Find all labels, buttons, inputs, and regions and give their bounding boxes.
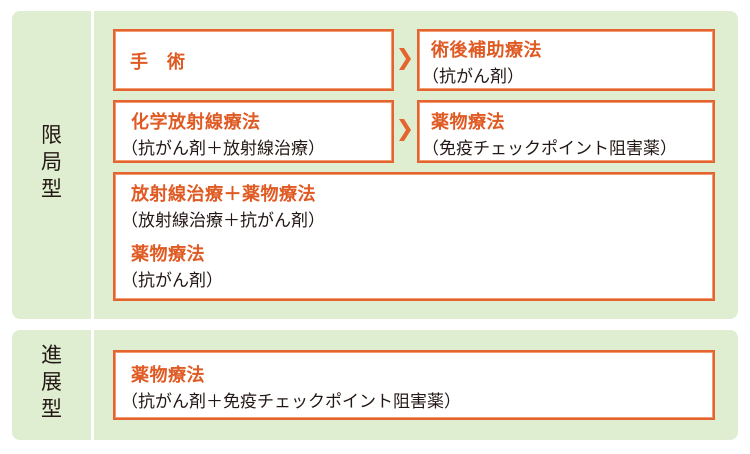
combined-therapy-box: 放射線治療＋薬物療法 （放射線治療＋抗がん剤） 薬物療法 （抗がん剤） xyxy=(113,172,715,301)
chemoradiation-sub: （抗がん剤＋放射線治療） xyxy=(121,139,325,159)
chemoradiation-heading: 化学放射線療法 xyxy=(131,112,261,133)
chevron-right-icon xyxy=(399,119,411,141)
adjuvant-therapy-box: 術後補助療法 （抗がん剤） xyxy=(417,29,715,91)
extensive-heading: 薬物療法 xyxy=(131,365,205,386)
label-char: 型 xyxy=(41,397,62,421)
drug-therapy-heading-2: 薬物療法 xyxy=(131,244,205,265)
label-char: 進 xyxy=(41,343,62,367)
adjuvant-sub: （抗がん剤） xyxy=(422,67,524,87)
surgery-box: 手 術 xyxy=(113,29,394,91)
chemoradiation-box: 化学放射線療法 （抗がん剤＋放射線治療） xyxy=(113,100,394,163)
panel-divider xyxy=(91,11,94,319)
drug-therapy-sub-2: （抗がん剤） xyxy=(121,271,223,291)
drug-therapy-sub: （免疫チェックポイント阻害薬） xyxy=(422,139,677,159)
limited-stage-label: 限 局 型 xyxy=(12,122,91,203)
label-char: 局 xyxy=(41,150,62,174)
radiation-drug-sub: （放射線治療＋抗がん剤） xyxy=(121,211,325,231)
chevron-right-icon xyxy=(399,48,411,70)
panel-divider xyxy=(91,330,94,440)
label-char: 展 xyxy=(41,370,62,394)
label-char: 限 xyxy=(41,123,62,147)
radiation-drug-heading: 放射線治療＋薬物療法 xyxy=(131,184,316,205)
adjuvant-heading: 術後補助療法 xyxy=(431,40,542,61)
extensive-drug-therapy-box: 薬物療法 （抗がん剤＋免疫チェックポイント阻害薬） xyxy=(113,350,715,420)
drug-therapy-immuno-box: 薬物療法 （免疫チェックポイント阻害薬） xyxy=(417,100,715,163)
extensive-sub: （抗がん剤＋免疫チェックポイント阻害薬） xyxy=(121,392,461,412)
extensive-stage-label: 進 展 型 xyxy=(12,342,91,423)
drug-therapy-heading: 薬物療法 xyxy=(431,112,505,133)
surgery-heading: 手 術 xyxy=(130,52,186,73)
label-char: 型 xyxy=(41,177,62,201)
